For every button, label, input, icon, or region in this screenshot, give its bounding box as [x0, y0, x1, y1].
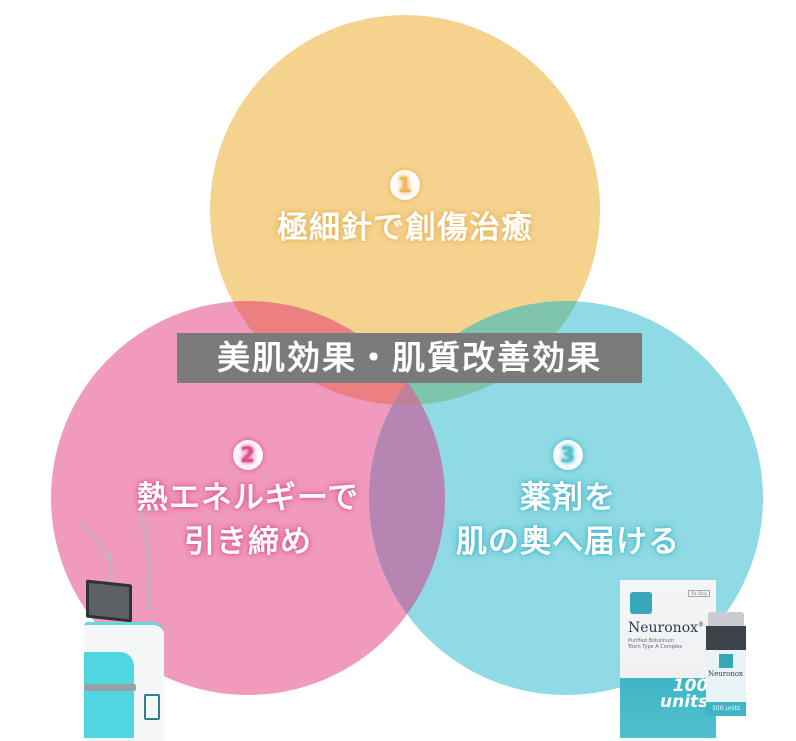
box-brand-text: Neuronox: [628, 620, 699, 636]
number-3-badge: 3: [553, 440, 583, 470]
neuronox-logo-icon: [630, 592, 652, 614]
circle-3-label: 3 薬剤を 肌の奥へ届ける: [418, 430, 718, 564]
vial-units: 100 units: [706, 702, 746, 716]
neuronox-vial-image: Neuronox 100 units: [704, 612, 748, 724]
box-units-word: units: [660, 692, 709, 712]
center-label-bar: 美肌効果・肌質改善効果: [177, 333, 642, 383]
device-handle: [84, 684, 136, 691]
laser-device-image: [60, 511, 180, 741]
device-arm-right-post: [148, 570, 150, 610]
circle-1-yellow: [210, 15, 600, 405]
circle-2-text-line1: 熱エネルギーで: [136, 480, 360, 516]
device-monitor: [86, 579, 132, 623]
device-arm-right: [140, 511, 153, 572]
box-units: 100 units: [660, 676, 709, 712]
vial-neck: [706, 626, 746, 650]
circle-2-label: 2 熱エネルギーで 引き締め: [98, 430, 398, 564]
circle-1-text: 極細針で創傷治癒: [277, 210, 533, 246]
vial-logo-icon: [719, 654, 733, 668]
number-1-badge: 1: [390, 170, 420, 200]
circle-3-text-line2: 肌の奥へ届ける: [456, 524, 680, 560]
device-front-panel: [84, 652, 134, 738]
device-arm-left: [82, 520, 114, 565]
device-arm-left-post: [110, 552, 112, 582]
device-logo-icon: [144, 694, 160, 720]
box-units-number: 100: [672, 676, 709, 696]
vial-cap: [708, 612, 744, 626]
circle-3-text-line1: 薬剤を: [520, 480, 616, 516]
vial-brand: Neuronox: [708, 670, 744, 678]
neuronox-box-image: Rx Only Neuronox® Purified Botulinum Tox…: [620, 580, 716, 738]
box-brand: Neuronox®: [628, 620, 704, 636]
box-tag: Rx Only: [688, 590, 710, 597]
box-subtext: Purified Botulinum Toxin Type A Complex: [628, 638, 683, 650]
vial-label: Neuronox 100 units: [706, 650, 746, 716]
circle-2-text-line2: 引き締め: [184, 524, 312, 560]
box-brand-mark: ®: [698, 621, 705, 629]
circle-1-label: 1 極細針で創傷治癒: [255, 160, 555, 250]
number-2-badge: 2: [233, 440, 263, 470]
